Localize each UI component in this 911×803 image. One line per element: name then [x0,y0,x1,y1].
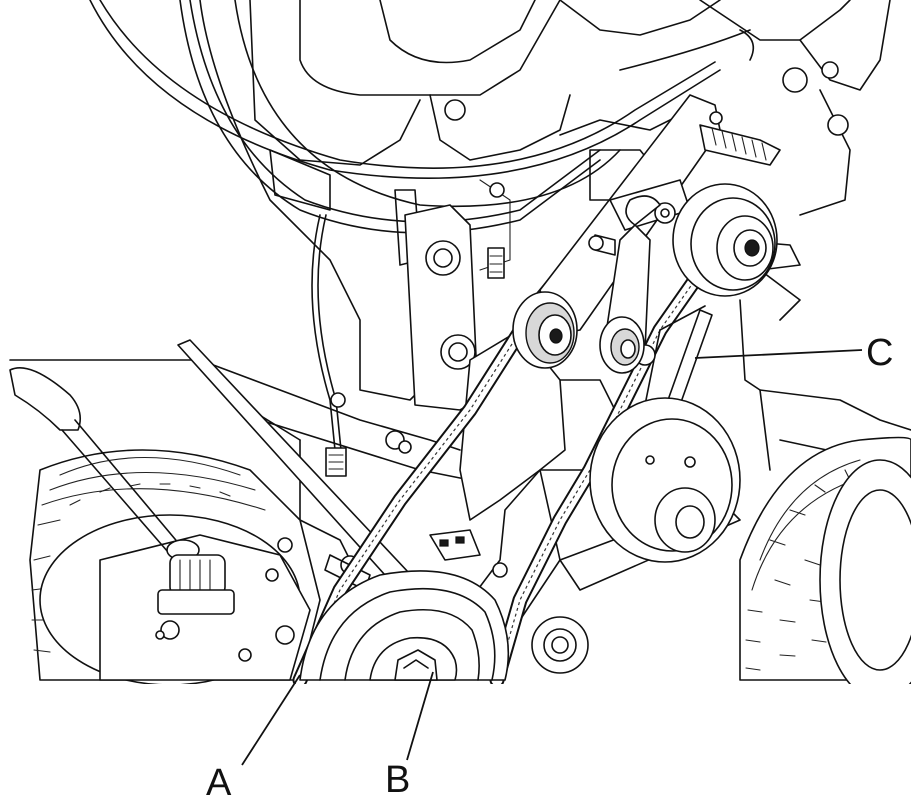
lever-boot [169,554,226,596]
upper-pulley [672,183,778,297]
cable-fitting [487,247,505,279]
callout-line-b [406,671,434,761]
callout-line-c [694,349,863,359]
callout-line-a [241,674,301,766]
lower-margin [0,684,911,803]
label-a: A [206,762,232,803]
lower-right-pulley [589,397,741,563]
idler-pulley [512,291,578,369]
bolt-head [782,67,808,93]
drive-pulley [299,570,510,681]
shift-lever [9,366,235,615]
right-wheel [739,436,911,701]
mounting-plate [269,149,479,411]
label-b: B [385,759,410,801]
bolt-head [821,61,839,79]
center-pulley [599,316,645,374]
control-cables [89,0,755,477]
bolt-head [444,99,466,121]
bolt-head [827,114,849,136]
label-c: C [866,332,893,374]
